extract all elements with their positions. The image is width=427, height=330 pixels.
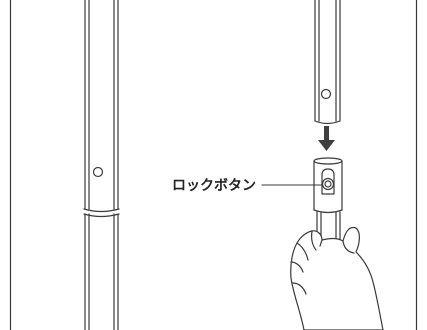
upper-pole-section — [314, 0, 341, 125]
lock-button-icon — [324, 180, 332, 188]
hole-icon — [320, 88, 332, 100]
lock-button-label: ロックボタン — [172, 178, 256, 194]
lock-button-icon — [92, 166, 104, 178]
hand-illustration — [290, 226, 384, 330]
assembled-pole — [83, 0, 120, 330]
diagram-frame — [9, 0, 418, 330]
lock-button — [321, 177, 335, 191]
down-arrow-icon — [318, 126, 335, 151]
